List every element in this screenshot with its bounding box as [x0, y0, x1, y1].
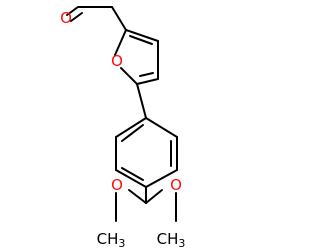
bond-benzene-1 — [145, 117, 178, 138]
methyl-left-main: CH — [97, 230, 119, 248]
methyl-left-label: CH3 — [97, 230, 126, 250]
methoxy-oxygen-left-label: O — [111, 176, 123, 194]
furan-oxygen-label: O — [111, 52, 123, 70]
methyl-right-main: CH — [157, 230, 179, 248]
bond-aldehyde-double-1 — [66, 6, 79, 16]
bond-furan-double-c4-c5 — [139, 72, 154, 77]
bond-furan-c5-o — [120, 67, 138, 85]
methyl-left-sub: 3 — [118, 237, 125, 250]
bond-furan-c2-c3 — [125, 29, 159, 42]
bond-acetal-to-o-left — [128, 189, 147, 204]
bond-furan-to-benzene — [136, 83, 147, 119]
chemical-structure: O O O O CH3 CH3 — [60, 6, 186, 250]
bond-furan-c4-c5 — [136, 78, 159, 85]
bond-benzene-4 — [115, 169, 147, 188]
bond-benzene-6 — [115, 117, 147, 138]
bond-furan-o-c2 — [114, 29, 127, 56]
bond-aldehyde-double-2 — [70, 12, 83, 22]
bond-acetal-to-o-right — [145, 189, 163, 204]
bond-furan-double-c2-c3 — [129, 35, 153, 45]
bond-benzene-inner-2 — [121, 167, 144, 181]
bond-aldehyde-c-to-ring — [111, 6, 127, 31]
bond-benzene-3 — [145, 169, 178, 188]
aldehyde-oxygen-label: O — [60, 9, 72, 27]
methyl-right-label: CH3 — [157, 230, 186, 250]
methyl-right-sub: 3 — [178, 237, 185, 250]
bond-benzene-inner-3 — [121, 124, 144, 142]
methoxy-oxygen-right-label: O — [170, 176, 182, 194]
